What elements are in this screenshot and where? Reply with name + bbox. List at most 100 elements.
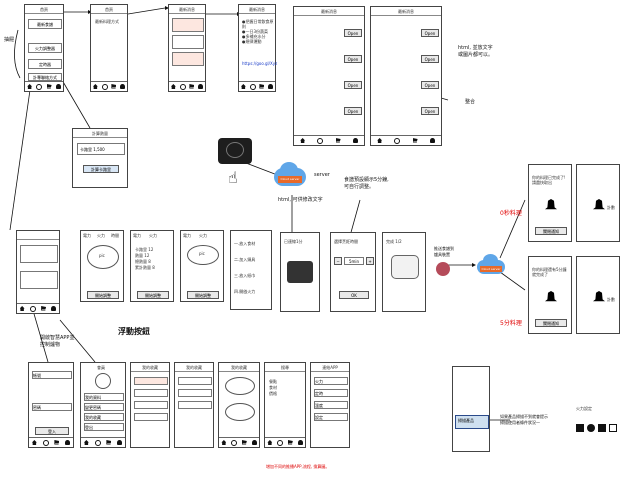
start-adjust-button[interactable]: 開始調整 bbox=[87, 291, 119, 299]
cart-icon[interactable] bbox=[41, 306, 47, 311]
user-icon[interactable] bbox=[352, 138, 358, 143]
user-icon[interactable] bbox=[251, 440, 257, 445]
home-icon[interactable] bbox=[19, 306, 25, 311]
cart-icon[interactable] bbox=[412, 138, 418, 143]
open-button[interactable]: Open bbox=[421, 29, 439, 37]
search-icon[interactable] bbox=[231, 439, 238, 446]
minus-icon[interactable] bbox=[576, 424, 584, 432]
cart-icon[interactable] bbox=[287, 440, 293, 445]
tab-power[interactable]: 電力 bbox=[183, 233, 191, 238]
time-value[interactable]: 5min bbox=[344, 257, 364, 265]
home-icon[interactable] bbox=[83, 440, 89, 445]
close-notify-button[interactable]: 關閉通知 bbox=[535, 319, 567, 327]
cart-icon[interactable] bbox=[111, 84, 117, 89]
avatar[interactable] bbox=[95, 373, 111, 389]
ok-button[interactable]: OK bbox=[339, 291, 369, 299]
menu-item-timer[interactable]: 定時器 bbox=[28, 59, 62, 69]
user-icon[interactable] bbox=[55, 84, 61, 89]
recipe-card-2[interactable] bbox=[172, 35, 204, 49]
fav-item[interactable] bbox=[178, 377, 212, 385]
plus-icon[interactable] bbox=[598, 424, 606, 432]
menu-item[interactable]: 最新料理方式 bbox=[95, 19, 119, 24]
cart-icon[interactable] bbox=[106, 440, 112, 445]
search-icon[interactable] bbox=[29, 305, 36, 312]
open-button[interactable]: Open bbox=[421, 81, 439, 89]
open-button[interactable]: Open bbox=[344, 107, 362, 115]
home-icon[interactable] bbox=[267, 440, 273, 445]
cart-icon[interactable] bbox=[189, 84, 195, 89]
search-item[interactable]: 餐點 bbox=[269, 379, 277, 384]
fire-icon[interactable] bbox=[587, 424, 595, 432]
tab-power[interactable]: 電力 bbox=[83, 233, 91, 238]
device-card-1[interactable] bbox=[20, 245, 58, 263]
search-icon[interactable] bbox=[249, 83, 256, 90]
login-button[interactable]: 登入 bbox=[35, 427, 69, 435]
user-icon[interactable] bbox=[429, 138, 435, 143]
user-icon[interactable] bbox=[117, 440, 123, 445]
search-item[interactable]: 食材 bbox=[269, 385, 277, 390]
user-icon[interactable] bbox=[198, 84, 204, 89]
home-icon[interactable] bbox=[31, 440, 37, 445]
tab-fire[interactable]: 火力 bbox=[199, 233, 207, 238]
fav-item[interactable] bbox=[134, 389, 168, 397]
cart-icon[interactable] bbox=[259, 84, 265, 89]
fav-item[interactable] bbox=[178, 401, 212, 409]
calculate-button[interactable]: 計算卡路里 bbox=[83, 165, 119, 173]
fav-item[interactable] bbox=[134, 413, 168, 421]
home-icon[interactable] bbox=[377, 138, 383, 143]
device-card-2[interactable] bbox=[20, 271, 58, 289]
minus-button[interactable]: − bbox=[334, 257, 342, 265]
open-button[interactable]: Open bbox=[344, 55, 362, 63]
home-icon[interactable] bbox=[300, 138, 306, 143]
home-icon[interactable] bbox=[170, 84, 176, 89]
user-icon[interactable] bbox=[65, 440, 71, 445]
fav-item[interactable] bbox=[134, 377, 168, 385]
search-item[interactable]: 價格 bbox=[269, 391, 277, 396]
plus-button[interactable]: + bbox=[366, 257, 374, 265]
tab-fire[interactable]: 火力 bbox=[149, 233, 157, 238]
recipe-card-3[interactable] bbox=[172, 52, 204, 66]
home-icon[interactable] bbox=[92, 84, 98, 89]
search-icon[interactable] bbox=[101, 83, 108, 90]
profile-item[interactable]: 我的資料 bbox=[84, 393, 124, 401]
close-notify-button[interactable]: 關閉通知 bbox=[535, 227, 567, 235]
user-icon[interactable] bbox=[268, 84, 274, 89]
article-link[interactable]: https://goo.gl/Xyz bbox=[242, 61, 278, 66]
app-item[interactable]: 設定 bbox=[314, 413, 348, 421]
tab-power[interactable]: 電力 bbox=[133, 233, 141, 238]
fav-item[interactable] bbox=[134, 401, 168, 409]
search-icon[interactable] bbox=[94, 439, 101, 446]
open-button[interactable]: Open bbox=[344, 81, 362, 89]
profile-item[interactable]: 我的收藏 bbox=[84, 413, 124, 421]
open-button[interactable]: Open bbox=[421, 55, 439, 63]
app-item[interactable]: 溫度 bbox=[314, 401, 348, 409]
open-button[interactable]: Open bbox=[344, 29, 362, 37]
home-icon[interactable] bbox=[221, 440, 227, 445]
home-icon[interactable] bbox=[240, 84, 246, 89]
menu-item-latest[interactable]: 最新食譜 bbox=[28, 19, 62, 29]
search-icon[interactable] bbox=[36, 83, 43, 90]
field-password[interactable]: 密碼 bbox=[32, 403, 72, 411]
start-adjust-button[interactable]: 開始調整 bbox=[137, 291, 169, 299]
cart-icon[interactable] bbox=[335, 138, 341, 143]
field-account[interactable]: 帳號 bbox=[32, 371, 72, 379]
footer-contact[interactable]: 計專聯絡方式 bbox=[28, 73, 62, 81]
cart-icon[interactable] bbox=[46, 84, 52, 89]
app-item[interactable]: 定時 bbox=[314, 389, 348, 397]
profile-item[interactable]: 登出 bbox=[84, 423, 124, 431]
timer-icon[interactable] bbox=[609, 424, 617, 432]
user-icon[interactable] bbox=[297, 440, 303, 445]
tab-time[interactable]: 時間 bbox=[111, 233, 119, 238]
profile-item[interactable]: 變更密碼 bbox=[84, 403, 124, 411]
app-item[interactable]: 火力 bbox=[314, 377, 348, 385]
tab-fire[interactable]: 火力 bbox=[97, 233, 105, 238]
fav-item[interactable] bbox=[178, 389, 212, 397]
user-icon[interactable] bbox=[51, 306, 57, 311]
search-icon[interactable] bbox=[394, 137, 401, 144]
user-icon[interactable] bbox=[120, 84, 126, 89]
search-icon[interactable] bbox=[179, 83, 186, 90]
menu-item-fire[interactable]: 火力調整器 bbox=[28, 43, 62, 53]
cart-icon[interactable] bbox=[241, 440, 247, 445]
open-button[interactable]: Open bbox=[421, 107, 439, 115]
search-icon[interactable] bbox=[277, 439, 284, 446]
